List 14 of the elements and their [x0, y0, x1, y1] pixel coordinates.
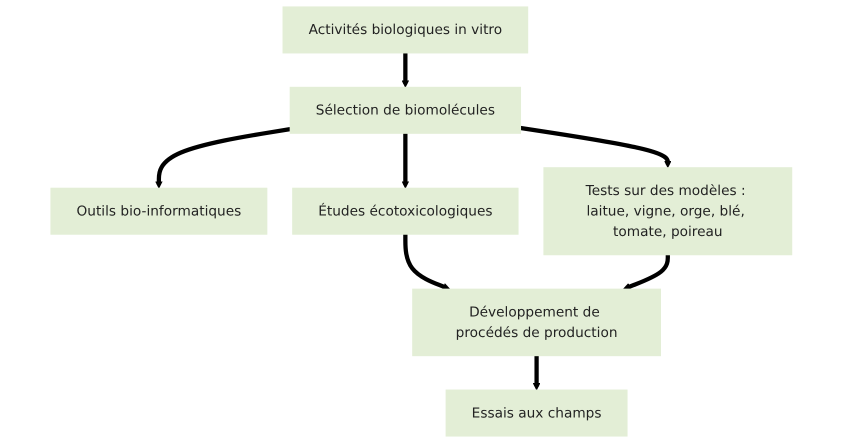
arrow	[402, 53, 410, 88]
node-box: Études écotoxicologiques	[292, 188, 519, 235]
arrow	[155, 127, 291, 188]
arrow	[403, 234, 450, 290]
node-box: Sélection de biomolécules	[290, 86, 522, 134]
node-box: Activités biologiques in vitro	[282, 6, 528, 54]
node-box: Outils bio-informatiques	[50, 188, 268, 235]
arrow	[533, 356, 541, 390]
arrow	[623, 254, 670, 290]
arrow	[402, 133, 410, 188]
node-box: Essais aux champs	[446, 390, 628, 437]
node-box: Développement de procédés de production	[412, 288, 662, 356]
arrow	[520, 126, 672, 168]
node-box: Tests sur des modèles : laitue, vigne, orge, blé, tomate, poireau	[544, 167, 792, 256]
